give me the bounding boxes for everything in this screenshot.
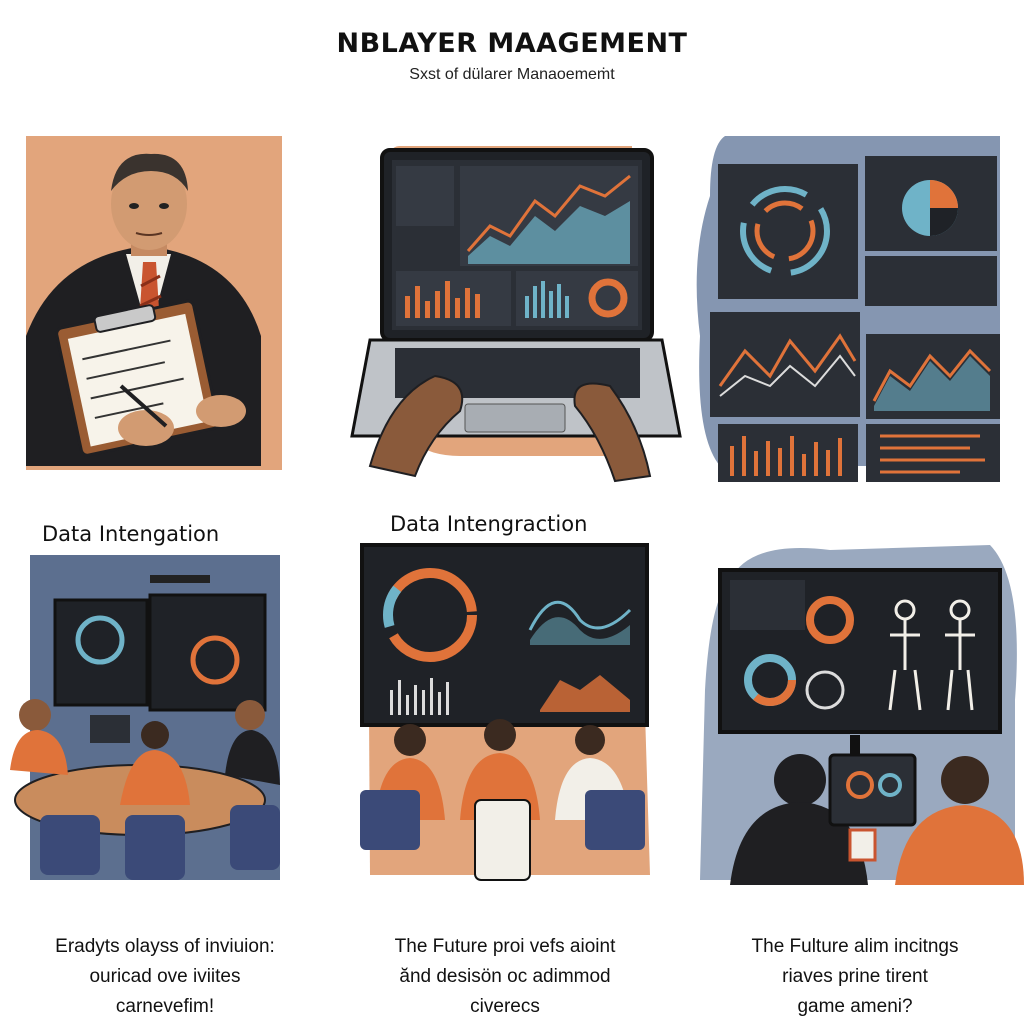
caption-1-line-2: ouricad ove iviites <box>89 966 241 987</box>
caption-2-line-3: civerecs <box>470 996 540 1017</box>
caption-2-line-2: ănd desisön oc adimmod <box>399 966 611 987</box>
group-screen-illustration <box>340 540 665 888</box>
caption-3: The Fulture alim incitngs riaves prine t… <box>700 932 1010 1022</box>
caption-2: The Future proi vefs aioint ănd desisön … <box>350 932 660 1022</box>
laptop-dashboard-illustration <box>350 136 682 500</box>
caption-3-line-1: The Fulture alim incitngs <box>751 936 959 957</box>
dashboard-collage-illustration <box>690 136 1010 486</box>
caption-1: Eradyts olayss of inviuion: ouricad ove … <box>10 932 320 1022</box>
page-subtitle: Sxst of dülarer Manaoemeṁt <box>409 66 615 83</box>
team-meeting-illustration <box>0 555 285 885</box>
caption-3-line-2: riaves prine tirent <box>782 966 928 987</box>
executive-illustration <box>16 136 282 470</box>
player-analytics-illustration <box>690 540 1024 885</box>
section-label-data-integration-left: Data Intengation <box>42 522 220 546</box>
caption-3-line-3: game ameni? <box>797 996 913 1017</box>
page-title: NBLAYER MAAGEMENT <box>336 28 688 59</box>
caption-1-line-3: carnevefim! <box>115 996 215 1017</box>
section-label-data-integration-middle: Data Intengraction <box>390 512 588 536</box>
caption-2-line-1: The Future proi vefs aioint <box>394 936 616 957</box>
caption-1-line-1: Eradyts olayss of inviuion: <box>55 936 275 957</box>
